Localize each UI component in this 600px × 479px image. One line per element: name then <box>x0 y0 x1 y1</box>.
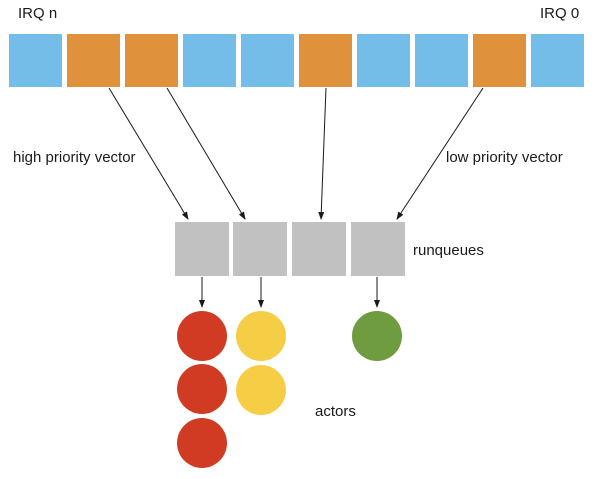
irq-cell-9-blue <box>531 34 584 87</box>
actor-green-0 <box>352 311 402 361</box>
runqueue-0 <box>175 222 229 276</box>
irq-cell-4-blue <box>241 34 294 87</box>
runqueues-label: runqueues <box>413 242 484 259</box>
actor-red-2 <box>177 418 227 468</box>
irq-cell-0-blue <box>9 34 62 87</box>
irq-n-label: IRQ n <box>18 5 58 22</box>
actor-red-0 <box>177 311 227 361</box>
low-priority-vector-label: low priority vector <box>446 149 563 166</box>
irq-cell-6-blue <box>357 34 410 87</box>
actor-yellow-0 <box>236 311 286 361</box>
irq-0-label: IRQ 0 <box>540 5 580 22</box>
runqueue-1 <box>233 222 287 276</box>
irq-cell-2-orange <box>125 34 178 87</box>
runqueue-3 <box>351 222 405 276</box>
irq-cell-3-blue <box>183 34 236 87</box>
vector-arrow-1 <box>166 87 246 220</box>
vector-arrow-2 <box>318 87 327 220</box>
runqueue-2 <box>292 222 346 276</box>
actors-label: actors <box>315 403 356 420</box>
irq-cell-7-blue <box>415 34 468 87</box>
irq-cell-5-orange <box>299 34 352 87</box>
irq-cell-8-orange <box>473 34 526 87</box>
actor-red-1 <box>177 364 227 414</box>
irq-cell-1-orange <box>67 34 120 87</box>
high-priority-vector-label: high priority vector <box>13 149 136 166</box>
actor-yellow-1 <box>236 365 286 415</box>
